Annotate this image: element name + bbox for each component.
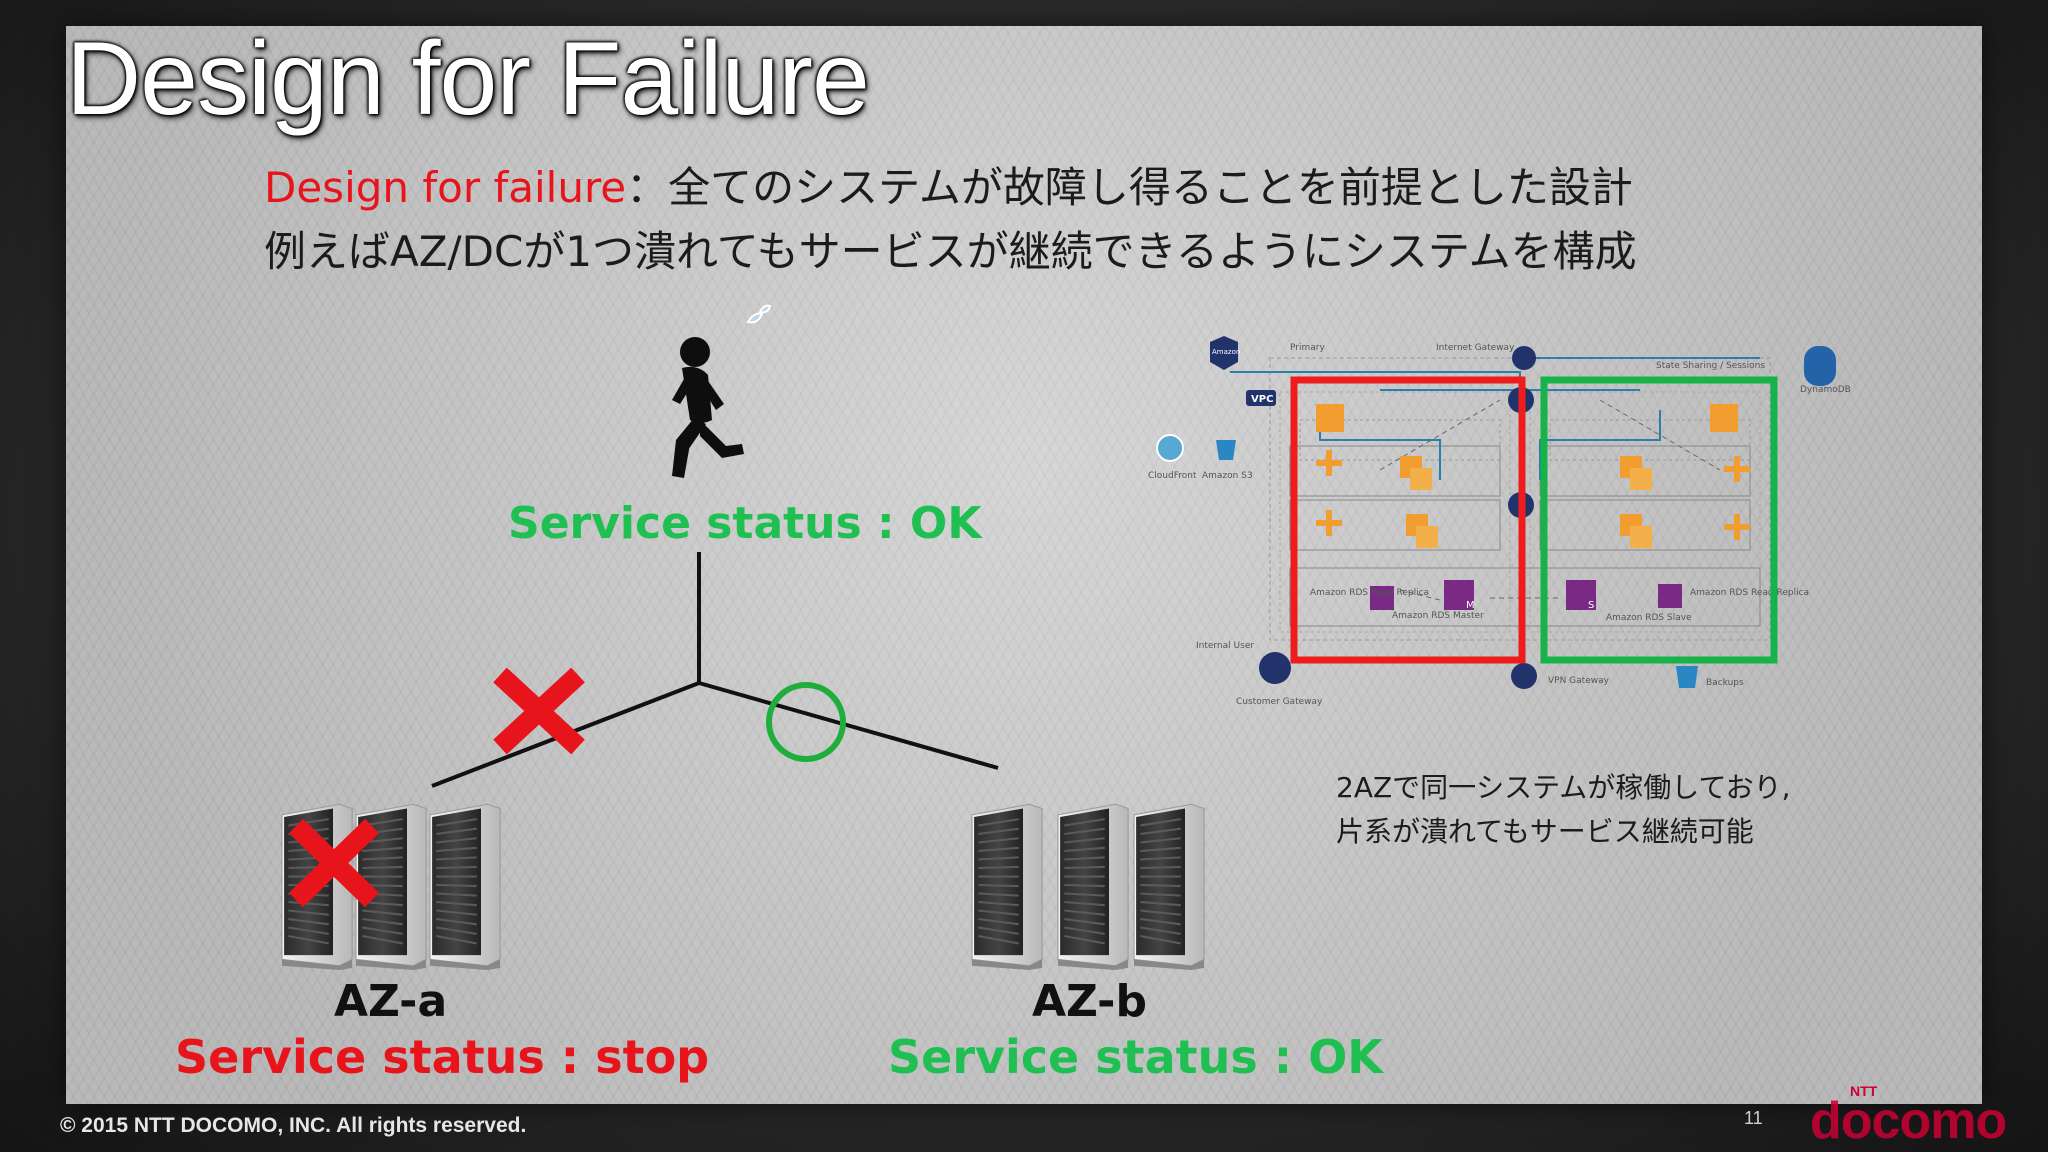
- server-fail-x-icon: [289, 818, 379, 908]
- definition-text: ：全てのシステムが故障し得ることを前提とした設計: [626, 163, 1633, 212]
- svg-text:Backups: Backups: [1706, 678, 1744, 688]
- svg-text:Amazon RDS Read Replica: Amazon RDS Read Replica: [1690, 588, 1809, 598]
- svg-text:DynamoDB: DynamoDB: [1800, 385, 1851, 395]
- svg-text:Amazon RDS Master: Amazon RDS Master: [1392, 611, 1484, 621]
- az-a-label: AZ-a: [334, 976, 448, 1027]
- page-number: 11: [1744, 1108, 1763, 1128]
- svg-text:VPN Gateway: VPN Gateway: [1548, 676, 1610, 686]
- svg-text:Amazon RDS Slave: Amazon RDS Slave: [1606, 613, 1692, 623]
- running-person-icon: [672, 304, 772, 478]
- copyright-notice: © 2015 NTT DOCOMO, INC. All rights reser…: [60, 1114, 527, 1137]
- az-a-service-status: Service status : stop: [175, 1030, 710, 1084]
- aws-architecture-diagram: Amazon VPC M S Primary Internet Gateway: [1148, 336, 1851, 707]
- az-b-highlight-box: [1540, 376, 1778, 664]
- svg-text:Primary: Primary: [1290, 343, 1325, 353]
- svg-text:State Sharing / Sessions: State Sharing / Sessions: [1656, 361, 1765, 371]
- docomo-logo: NTT docomo: [1806, 1082, 2028, 1150]
- link-ok-circle-icon: [766, 682, 846, 762]
- svg-text:Amazon RDS Read Replica: Amazon RDS Read Replica: [1310, 588, 1429, 598]
- logo-small-text: NTT: [1850, 1083, 1878, 1099]
- az-b-server-group: [970, 803, 1206, 970]
- top-service-status: Service status : OK: [508, 498, 982, 549]
- logo-text: docomo: [1810, 1092, 2006, 1144]
- link-fail-x-icon: [493, 667, 585, 755]
- network-lines: [431, 552, 999, 788]
- az-a-highlight-box: [1290, 376, 1526, 664]
- az-b-label: AZ-b: [1032, 976, 1147, 1027]
- definition-line: Design for failure：全てのシステムが故障し得ることを前提とした…: [264, 154, 1633, 215]
- svg-text:Amazon: Amazon: [1212, 348, 1240, 356]
- example-line: 例えばAZ/DCが1つ潰れてもサービスが継続できるようにシステムを構成: [264, 227, 1637, 276]
- svg-text:Amazon S3: Amazon S3: [1202, 471, 1253, 481]
- svg-text:M: M: [1466, 600, 1475, 611]
- az-b-service-status: Service status : OK: [888, 1030, 1383, 1084]
- note-line-1: 2AZで同一システムが稼働しており,: [1336, 771, 1791, 804]
- svg-text:Internal User: Internal User: [1196, 641, 1254, 651]
- svg-text:Internet Gateway: Internet Gateway: [1436, 343, 1515, 353]
- svg-text:VPC: VPC: [1251, 394, 1273, 405]
- svg-text:S: S: [1588, 600, 1594, 611]
- slide-title: Design for Failure: [66, 21, 870, 137]
- svg-text:Customer Gateway: Customer Gateway: [1236, 697, 1323, 707]
- note-line-2: 片系が潰れてもサービス継続可能: [1336, 815, 1754, 848]
- definition-term: Design for failure: [264, 163, 627, 212]
- svg-text:CloudFront: CloudFront: [1148, 471, 1197, 481]
